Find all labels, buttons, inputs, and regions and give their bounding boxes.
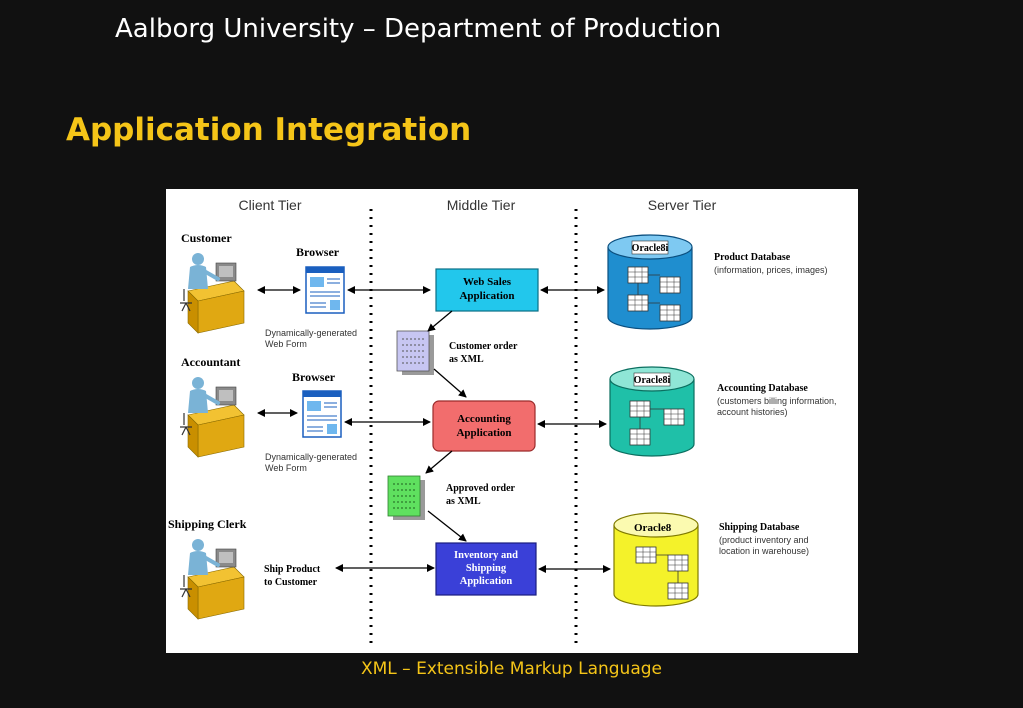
web-sales-application: Web Sales Application — [435, 268, 539, 312]
product-database-label: Product Database — [714, 252, 791, 263]
approved-order-label: Approved order — [446, 483, 516, 494]
browser-icon — [305, 266, 345, 314]
accounting-database-desc: (customers billing information, — [717, 396, 837, 406]
db-engine-label: Oracle8i — [634, 375, 671, 386]
app-label: Application — [459, 290, 514, 302]
accounting-database-desc: account histories) — [717, 407, 788, 417]
inventory-shipping-application: Inventory and Shipping Application — [435, 542, 537, 596]
arrow — [425, 450, 453, 474]
shipping-clerk-label: Shipping Clerk — [168, 517, 247, 531]
product-database-desc: (information, prices, images) — [714, 265, 828, 275]
header-org: Aalborg University – Department of Produ… — [115, 14, 722, 44]
customer-order-xml-document — [396, 330, 434, 375]
app-label: Application — [456, 427, 511, 439]
arrow — [433, 368, 467, 398]
customer-order-label: as XML — [449, 354, 484, 365]
browser-label: Browser — [296, 245, 340, 259]
tier-middle-label: Middle Tier — [447, 197, 516, 213]
ship-product-label: Ship Product — [264, 564, 321, 575]
shipping-database-desc: location in warehouse) — [719, 546, 809, 556]
customer-order-label: Customer order — [449, 341, 518, 352]
tier-server-label: Server Tier — [648, 197, 717, 213]
accounting-database-label: Accounting Database — [717, 383, 808, 394]
app-label: Accounting — [457, 413, 511, 425]
customer-icon — [178, 251, 246, 335]
web-form-label: Web Form — [265, 463, 307, 473]
slide-footer: XML – Extensible Markup Language — [360, 659, 662, 679]
shipping-clerk-icon — [178, 537, 246, 621]
accounting-database-cylinder: Oracle8i — [609, 366, 695, 457]
app-label: Shipping — [466, 563, 507, 574]
app-label: Inventory and — [454, 550, 518, 561]
web-form-label: Web Form — [265, 339, 307, 349]
ship-product-label: to Customer — [264, 577, 318, 588]
shipping-database-desc: (product inventory and — [719, 535, 809, 545]
accountant-icon — [178, 375, 246, 459]
browser-icon — [302, 390, 342, 438]
shipping-database-cylinder: Oracle8 — [613, 512, 699, 607]
tier-client-label: Client Tier — [238, 197, 301, 213]
app-label: Web Sales — [463, 276, 512, 288]
db-engine-label: Oracle8i — [632, 243, 669, 254]
accounting-application: Accounting Application — [432, 400, 536, 452]
slide-title: Application Integration — [66, 112, 472, 148]
app-label: Application — [460, 576, 513, 587]
approved-order-label: as XML — [446, 496, 481, 507]
arrow — [427, 510, 467, 542]
db-engine-label: Oracle8 — [634, 522, 672, 534]
architecture-diagram: Client Tier Middle Tier Server Tier Cust… — [166, 189, 858, 653]
browser-label: Browser — [292, 370, 336, 384]
accountant-label: Accountant — [181, 355, 240, 369]
approved-order-xml-document — [387, 475, 425, 520]
shipping-database-label: Shipping Database — [719, 522, 800, 533]
web-form-label: Dynamically-generated — [265, 452, 357, 462]
product-database-cylinder: Oracle8i — [607, 234, 693, 330]
customer-label: Customer — [181, 231, 232, 245]
web-form-label: Dynamically-generated — [265, 328, 357, 338]
arrow — [427, 310, 453, 332]
